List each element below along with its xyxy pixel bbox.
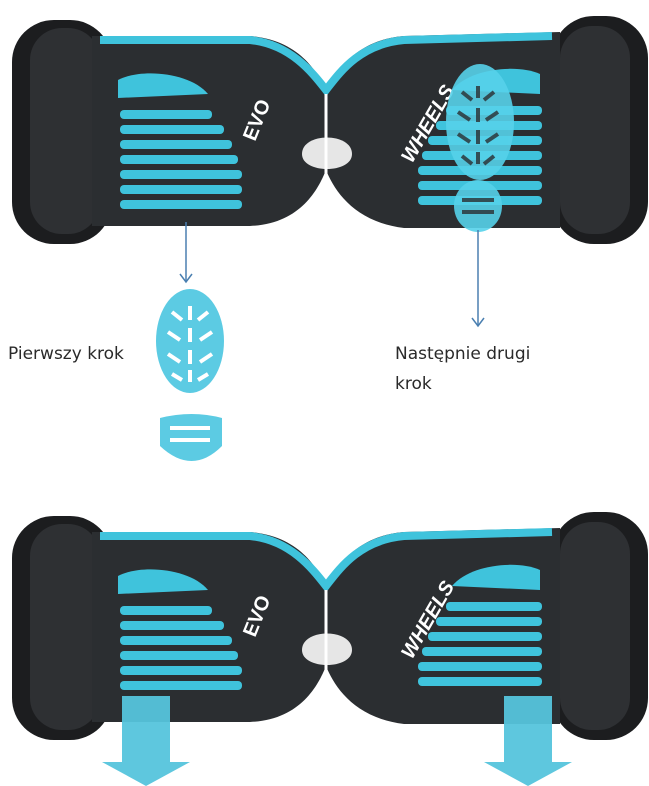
hoverboard-top: EVO WHEELS [0,14,649,246]
shoe-print-icon [156,289,224,461]
hoverboard-bottom: EVO WHEELS [0,510,649,742]
first-step-caption: Pierwszy krok [8,339,124,369]
second-step-line-1: Następnie drugi [395,339,595,369]
second-step-line-2: krok [395,369,595,399]
hoverboard-bottom-graphic: EVO WHEELS [0,510,649,786]
hoverboard-top-graphic: EVO WHEELS [0,14,649,246]
second-step-caption: Następnie drugi krok [395,339,595,399]
